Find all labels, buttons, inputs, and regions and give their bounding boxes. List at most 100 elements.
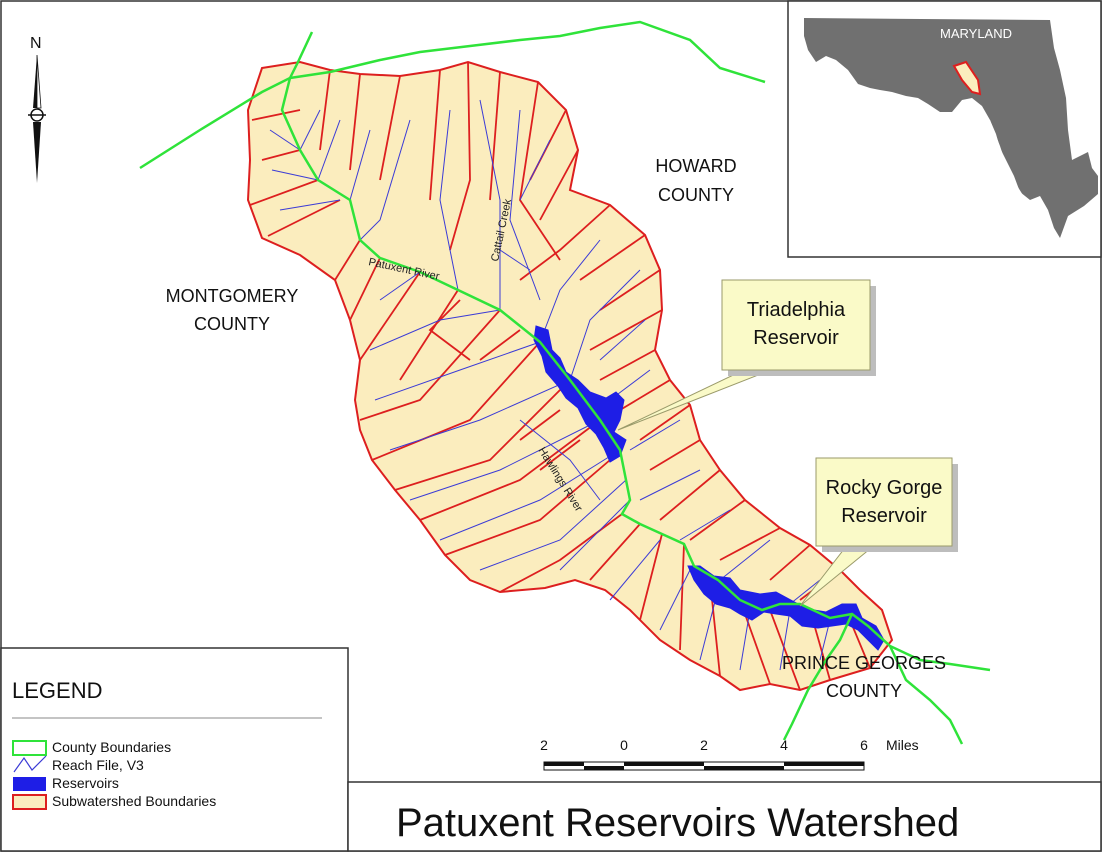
subwatershed-divide [359, 309, 501, 421]
reach-stream [439, 109, 459, 291]
subwatershed-divide [649, 439, 701, 471]
triadelphia-callout-label-2: Reservoir [753, 327, 839, 349]
scale-bar: 2 0 2 4 6 Miles [540, 737, 919, 771]
reach-stream [271, 169, 319, 181]
reach-stream [359, 119, 411, 241]
reach-stream [779, 609, 791, 671]
reach-stream [519, 419, 601, 501]
subwatershed-divide [519, 204, 611, 281]
legend-subwatershed-swatch [12, 794, 47, 810]
county-line-southeast-1 [782, 613, 854, 741]
reach-stream [409, 419, 601, 501]
legend-title: LEGEND [12, 678, 102, 703]
reach-stream [374, 341, 541, 401]
inset-bay-cutout [988, 120, 1040, 232]
subwatershed-divide [319, 69, 331, 151]
rocky-gorge-callout-box [815, 457, 953, 547]
subwatershed-divide [428, 299, 471, 361]
reach-stream [659, 569, 691, 631]
subwatershed-divide [444, 459, 611, 556]
scale-segment-2 [584, 766, 624, 770]
legend: LEGEND County Boundaries Reach File, V3 … [0, 647, 349, 852]
reach-stream [479, 479, 627, 571]
subwatershed-divide [399, 289, 459, 381]
subwatershed-divide [267, 199, 341, 237]
subwatershed-divide [719, 527, 781, 561]
legend-reservoir-swatch [13, 777, 46, 791]
triadelphia-callout-box [721, 279, 871, 371]
scale-segment-1 [544, 762, 584, 766]
subwatershed-divide [589, 309, 663, 351]
subwatershed-divide [379, 75, 401, 181]
title-frame [347, 781, 1102, 852]
county-line-river [280, 77, 991, 672]
county-line-north [139, 31, 314, 170]
reach-stream [739, 609, 751, 671]
reach-stream [609, 539, 661, 601]
subwatershed-divide [334, 239, 361, 281]
subwatershed-divide [349, 73, 361, 171]
subwatershed-divide [539, 149, 579, 221]
rocky-gorge-callout-label-2: Reservoir [841, 505, 927, 527]
legend-item-reach-file: Reach File, V3 [52, 757, 144, 773]
reach-stream [299, 109, 321, 151]
subwatershed-divide [689, 499, 746, 541]
legend-frame [0, 647, 349, 852]
scale-tick-label: 2 [540, 737, 548, 753]
inset-map: MARYLAND [787, 0, 1102, 258]
legend-item-subwatershed-boundaries: Subwatershed Boundaries [52, 793, 216, 809]
subwatershed-divide [249, 179, 319, 206]
subwatershed-divide [419, 419, 601, 521]
scale-segment-3 [624, 762, 704, 766]
subwatershed-divide [429, 69, 441, 201]
inset-watershed-highlight [952, 60, 982, 96]
north-arrow-upper-half [36, 54, 42, 109]
triadelphia-callout-label-1: Triadelphia [747, 299, 846, 321]
county-line-southeast-2 [888, 645, 964, 745]
subwatershed-divide [479, 329, 521, 361]
subwatershed-divide [519, 409, 561, 441]
subwatershed-divide [251, 109, 301, 121]
subwatershed-divide [359, 271, 421, 361]
montgomery-county-label-1: MONTGOMERY [166, 286, 299, 306]
scale-segment-4 [784, 762, 864, 766]
legend-item-county-boundaries: County Boundaries [52, 739, 171, 755]
title-block: Patuxent Reservoirs Watershed [347, 781, 1102, 852]
howard-county-label-1: HOWARD [655, 156, 736, 176]
reach-stream [539, 239, 601, 343]
north-arrow: N [28, 35, 46, 183]
subwatershed-divide [769, 609, 801, 691]
reach-stream [369, 309, 501, 351]
subwatershed-divide [659, 469, 721, 521]
subwatershed-divide [639, 533, 663, 621]
reach-stream [789, 579, 821, 605]
subwatershed-divide [619, 379, 671, 411]
subwatershed-divide [539, 439, 581, 471]
montgomery-county-label-2: COUNTY [194, 314, 270, 334]
subwatershed-divide [371, 341, 541, 461]
triadelphia-callout: Triadelphia Reservoir [617, 279, 876, 431]
subwatershed-divide [679, 543, 685, 651]
reach-stream [639, 469, 701, 501]
subwatershed-divide [599, 349, 656, 381]
reach-stream [279, 199, 341, 211]
reach-stream [509, 109, 541, 301]
subwatershed-divide [449, 61, 471, 251]
reach-stream [317, 119, 341, 181]
legend-county-swatch [12, 740, 47, 756]
reach-stream [349, 129, 371, 201]
maryland-shape [804, 18, 1098, 238]
subwatershed-divide [261, 149, 301, 161]
scale-tick-label: 6 [860, 737, 868, 753]
north-arrow-lower [33, 122, 41, 183]
scale-segment-5 [704, 766, 784, 770]
rocky-gorge-callout: Rocky Gorge Reservoir [799, 457, 958, 607]
subwatershed-divide [639, 404, 691, 441]
subwatershed-divide [599, 269, 661, 311]
rocky-gorge-callout-label-1: Rocky Gorge [826, 477, 943, 499]
reach-stream [269, 129, 301, 151]
subwatershed-divide [349, 257, 381, 321]
scale-tick-label: 2 [700, 737, 708, 753]
reach-stream [679, 509, 731, 541]
